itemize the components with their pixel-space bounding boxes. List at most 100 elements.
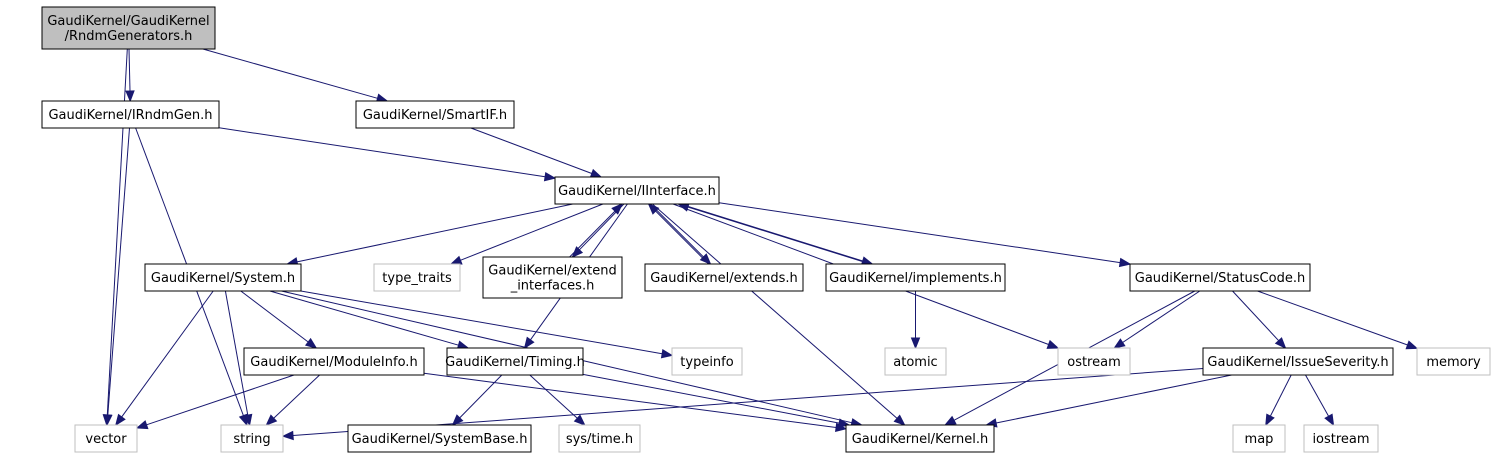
node-moduleinfo[interactable]: GaudiKernel/ModuleInfo.h	[243, 347, 425, 376]
node-label: GaudiKernel/extends.h	[650, 271, 798, 286]
node-vector: vector	[74, 424, 138, 453]
node-map: map	[1232, 424, 1286, 453]
node-label: GaudiKernel/extend	[488, 264, 616, 279]
node-box	[558, 424, 641, 453]
node-string: string	[220, 424, 284, 453]
node-label: map	[1245, 432, 1274, 447]
arrowhead-icon	[1265, 413, 1275, 427]
edge-line	[1269, 374, 1292, 417]
edge-line	[582, 373, 840, 424]
edge-system-to-timing	[269, 290, 470, 350]
node-label: memory	[1426, 355, 1481, 370]
node-box	[220, 424, 284, 453]
node-label: GaudiKernel/StatusCode.h	[1135, 271, 1305, 286]
edge-line	[269, 290, 459, 346]
arrowhead-icon	[1274, 337, 1287, 349]
node-root[interactable]: GaudiKernel/GaudiKernel/RndmGenerators.h	[41, 6, 216, 50]
edge-layer	[102, 48, 1419, 441]
node-label: typeinfo	[680, 355, 733, 370]
node-systembase[interactable]: GaudiKernel/SystemBase.h	[347, 424, 532, 453]
node-label: ostream	[1067, 355, 1121, 370]
node-system[interactable]: GaudiKernel/System.h	[144, 263, 302, 292]
arrowhead-icon	[135, 420, 149, 430]
node-box	[884, 347, 947, 376]
arrowhead-icon	[115, 413, 126, 427]
arrowhead-icon	[1405, 340, 1419, 350]
node-box	[644, 263, 804, 292]
node-box	[144, 263, 302, 292]
node-box	[482, 256, 623, 299]
node-typeinfo: typeinfo	[671, 347, 743, 376]
node-statuscode[interactable]: GaudiKernel/StatusCode.h	[1129, 263, 1311, 292]
edge-statuscode-to-ostream	[1113, 290, 1201, 349]
edge-line	[650, 203, 704, 258]
node-iostream: iostream	[1303, 424, 1379, 453]
edge-smartif-to-iinterface	[470, 127, 603, 178]
edge-line	[680, 203, 863, 262]
node-box	[671, 347, 743, 376]
node-issueseverity[interactable]: GaudiKernel/IssueSeverity.h	[1202, 347, 1394, 376]
arrowhead-icon	[449, 255, 463, 265]
edge-moduleinfo-to-kernel	[423, 372, 848, 433]
arrowhead-icon	[1113, 338, 1126, 349]
edge-line	[423, 372, 837, 428]
node-memory: memory	[1416, 347, 1491, 376]
edge-timing-to-systembase	[451, 374, 503, 426]
node-smartif[interactable]: GaudiKernel/SmartIF.h	[355, 100, 515, 129]
node-box	[74, 424, 138, 453]
arrowhead-icon	[699, 253, 712, 265]
node-kernel[interactable]: GaudiKernel/Kernel.h	[845, 424, 995, 453]
node-implements[interactable]: GaudiKernel/implements.h	[825, 263, 1006, 292]
node-box	[347, 424, 532, 453]
node-label: /RndmGenerators.h	[65, 29, 193, 44]
edge-implements-to-atomic	[910, 291, 921, 350]
node-timing[interactable]: GaudiKernel/Timing.h	[445, 347, 585, 376]
node-label: GaudiKernel/Timing.h	[445, 355, 585, 370]
edge-issueseverity-to-iostream	[1305, 374, 1335, 427]
edge-system-to-string	[224, 290, 253, 427]
node-label: string	[233, 432, 270, 447]
edge-root-to-irndmgen	[125, 48, 135, 103]
arrowhead-icon	[611, 203, 623, 215]
node-label: GaudiKernel/ModuleInfo.h	[250, 355, 417, 370]
edge-line	[655, 210, 709, 265]
node-box	[1416, 347, 1491, 376]
node-label: iostream	[1312, 432, 1369, 447]
edge-line	[1122, 290, 1201, 343]
node-box	[373, 263, 461, 292]
edge-system-to-typeinfo	[300, 290, 674, 359]
edge-irndmgen-to-iinterface	[218, 127, 557, 182]
node-box	[446, 347, 584, 376]
edge-statuscode-to-issueseverity	[1232, 290, 1287, 349]
arrowhead-icon	[944, 415, 957, 426]
node-extend_interfaces[interactable]: GaudiKernel/extend_interfaces.h	[482, 256, 623, 299]
node-label: GaudiKernel/IssueSeverity.h	[1207, 355, 1388, 370]
arrowhead-icon	[451, 414, 464, 426]
node-extends[interactable]: GaudiKernel/extends.h	[644, 263, 804, 292]
edge-line	[459, 374, 503, 419]
node-irndmgen[interactable]: GaudiKernel/IRndmGen.h	[41, 100, 220, 129]
edge-line	[107, 127, 130, 416]
arrowhead-icon	[125, 90, 135, 103]
node-label: GaudiKernel/SystemBase.h	[352, 432, 528, 447]
edge-line	[652, 203, 898, 419]
node-label: GaudiKernel/implements.h	[829, 271, 1002, 286]
edge-line	[224, 290, 249, 416]
node-label: GaudiKernel/IInterface.h	[558, 184, 716, 199]
node-ostream: ostream	[1057, 347, 1131, 376]
node-box	[1202, 347, 1394, 376]
arrowhead-icon	[523, 336, 535, 350]
node-box	[554, 176, 720, 205]
arrowhead-icon	[103, 414, 113, 427]
edge-line	[128, 48, 131, 92]
edge-statuscode-to-memory	[1257, 290, 1419, 350]
edge-line	[1257, 290, 1408, 346]
node-iinterface[interactable]: GaudiKernel/IInterface.h	[554, 176, 720, 205]
node-label: vector	[85, 432, 127, 447]
edge-line	[996, 374, 1232, 424]
node-box	[1057, 347, 1131, 376]
node-label: type_traits	[382, 271, 452, 286]
node-box	[1129, 263, 1311, 292]
edge-timing-to-kernel	[582, 373, 851, 428]
edge-irndmgen-to-vector	[103, 127, 130, 427]
